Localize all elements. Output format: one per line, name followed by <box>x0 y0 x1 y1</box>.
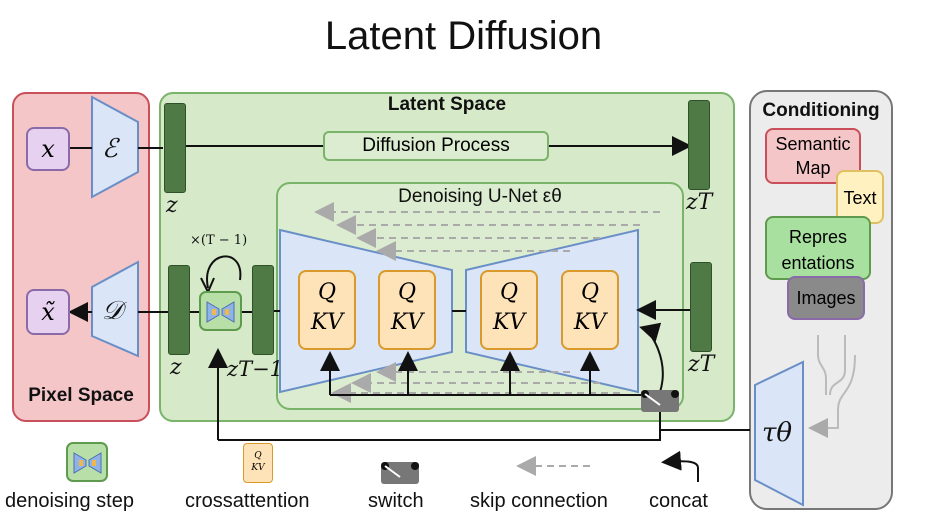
crossattention-block: Q KV <box>298 270 356 350</box>
qkv-kv: KV <box>390 310 424 335</box>
qkv-q: Q <box>397 280 417 305</box>
legend-concat-icon <box>661 450 699 482</box>
images-box: Images <box>787 276 865 320</box>
unet-title: Denoising U-Net εθ <box>398 186 562 207</box>
encoder-trapezoid <box>91 95 139 199</box>
zT-bottom-label: zT <box>688 352 715 377</box>
crossattention-block: Q KV <box>378 270 436 350</box>
qkv-kv: KV <box>310 310 344 335</box>
diffusion-process-box: Diffusion Process <box>323 131 549 161</box>
legend-denoising-step: denoising step <box>5 490 134 512</box>
output-x-tilde-box: x̃ <box>26 289 70 335</box>
repeat-label: ×(T − 1) <box>190 233 248 248</box>
qkv-q: Q <box>317 280 337 305</box>
zT-top-label: zT <box>686 190 713 215</box>
qkv-kv: KV <box>492 310 526 335</box>
tau-label: τθ <box>762 418 793 448</box>
diagram-title: Latent Diffusion <box>324 14 603 58</box>
zT-1-label: zT−1 <box>227 357 284 381</box>
legend-crossattention: crossattention <box>185 490 310 512</box>
latent-bar-zT-top <box>688 100 710 190</box>
legend-qkv-q: Q <box>254 451 262 461</box>
decoder-symbol: 𝒟 <box>102 296 123 326</box>
pixel-space-label: Pixel Space <box>28 385 134 406</box>
legend-switch: switch <box>368 490 424 512</box>
legend-switch-icon <box>381 462 419 484</box>
legend-crossattention-icon: Q KV <box>243 443 273 483</box>
switch-box <box>641 390 679 412</box>
encoder-symbol: ℰ <box>102 134 118 164</box>
tau-trapezoid <box>754 360 804 507</box>
denoising-step-box <box>199 291 242 331</box>
latent-bar-z-top <box>164 103 186 193</box>
latent-bar-zT-1 <box>252 265 274 355</box>
qkv-q: Q <box>580 280 600 305</box>
text-box: Text <box>836 170 884 224</box>
decoder-trapezoid <box>91 260 139 358</box>
qkv-kv: KV <box>573 310 607 335</box>
latent-bar-zT-bottom <box>690 262 712 352</box>
crossattention-block: Q KV <box>561 270 619 350</box>
latent-bar-z-bottom <box>168 265 190 355</box>
qkv-q: Q <box>499 280 519 305</box>
input-x-box: x <box>26 127 70 171</box>
z-top-label: z <box>166 193 178 218</box>
z-bottom-label: z <box>170 355 182 380</box>
legend-concat: concat <box>649 490 708 512</box>
conditioning-label: Conditioning <box>762 100 880 121</box>
crossattention-block: Q KV <box>480 270 538 350</box>
legend-qkv-kv: KV <box>251 463 265 473</box>
latent-space-label: Latent Space <box>387 94 507 115</box>
legend-skip-connection: skip connection <box>470 490 608 512</box>
representations-box: Repres entations <box>765 216 871 280</box>
